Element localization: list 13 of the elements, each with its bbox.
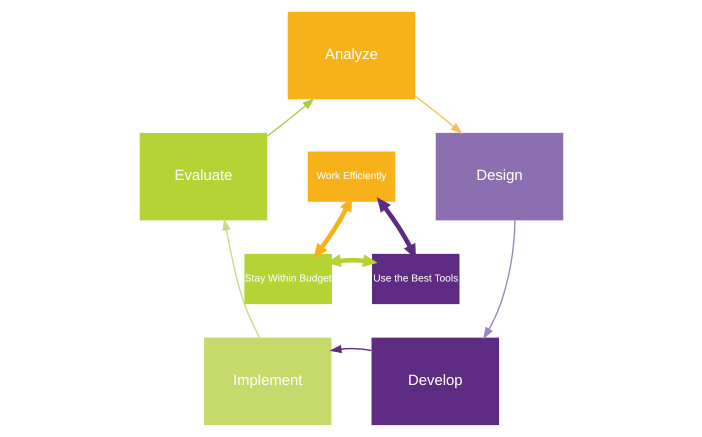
arrow xyxy=(222,218,260,338)
node-box: Design xyxy=(435,132,563,220)
node-box: Evaluate xyxy=(139,132,267,220)
node-box: Implement xyxy=(203,338,331,426)
arrow xyxy=(328,344,371,354)
node-box: Work Efficiently xyxy=(307,151,395,202)
node-box: Stay Within Budget xyxy=(244,254,332,304)
arrow xyxy=(482,220,515,340)
arrow xyxy=(266,98,314,136)
node-box: Use the Best Tools xyxy=(371,254,459,304)
node-box: Develop xyxy=(371,338,499,426)
node-box: Analyze xyxy=(287,12,415,100)
arrow xyxy=(414,96,462,134)
